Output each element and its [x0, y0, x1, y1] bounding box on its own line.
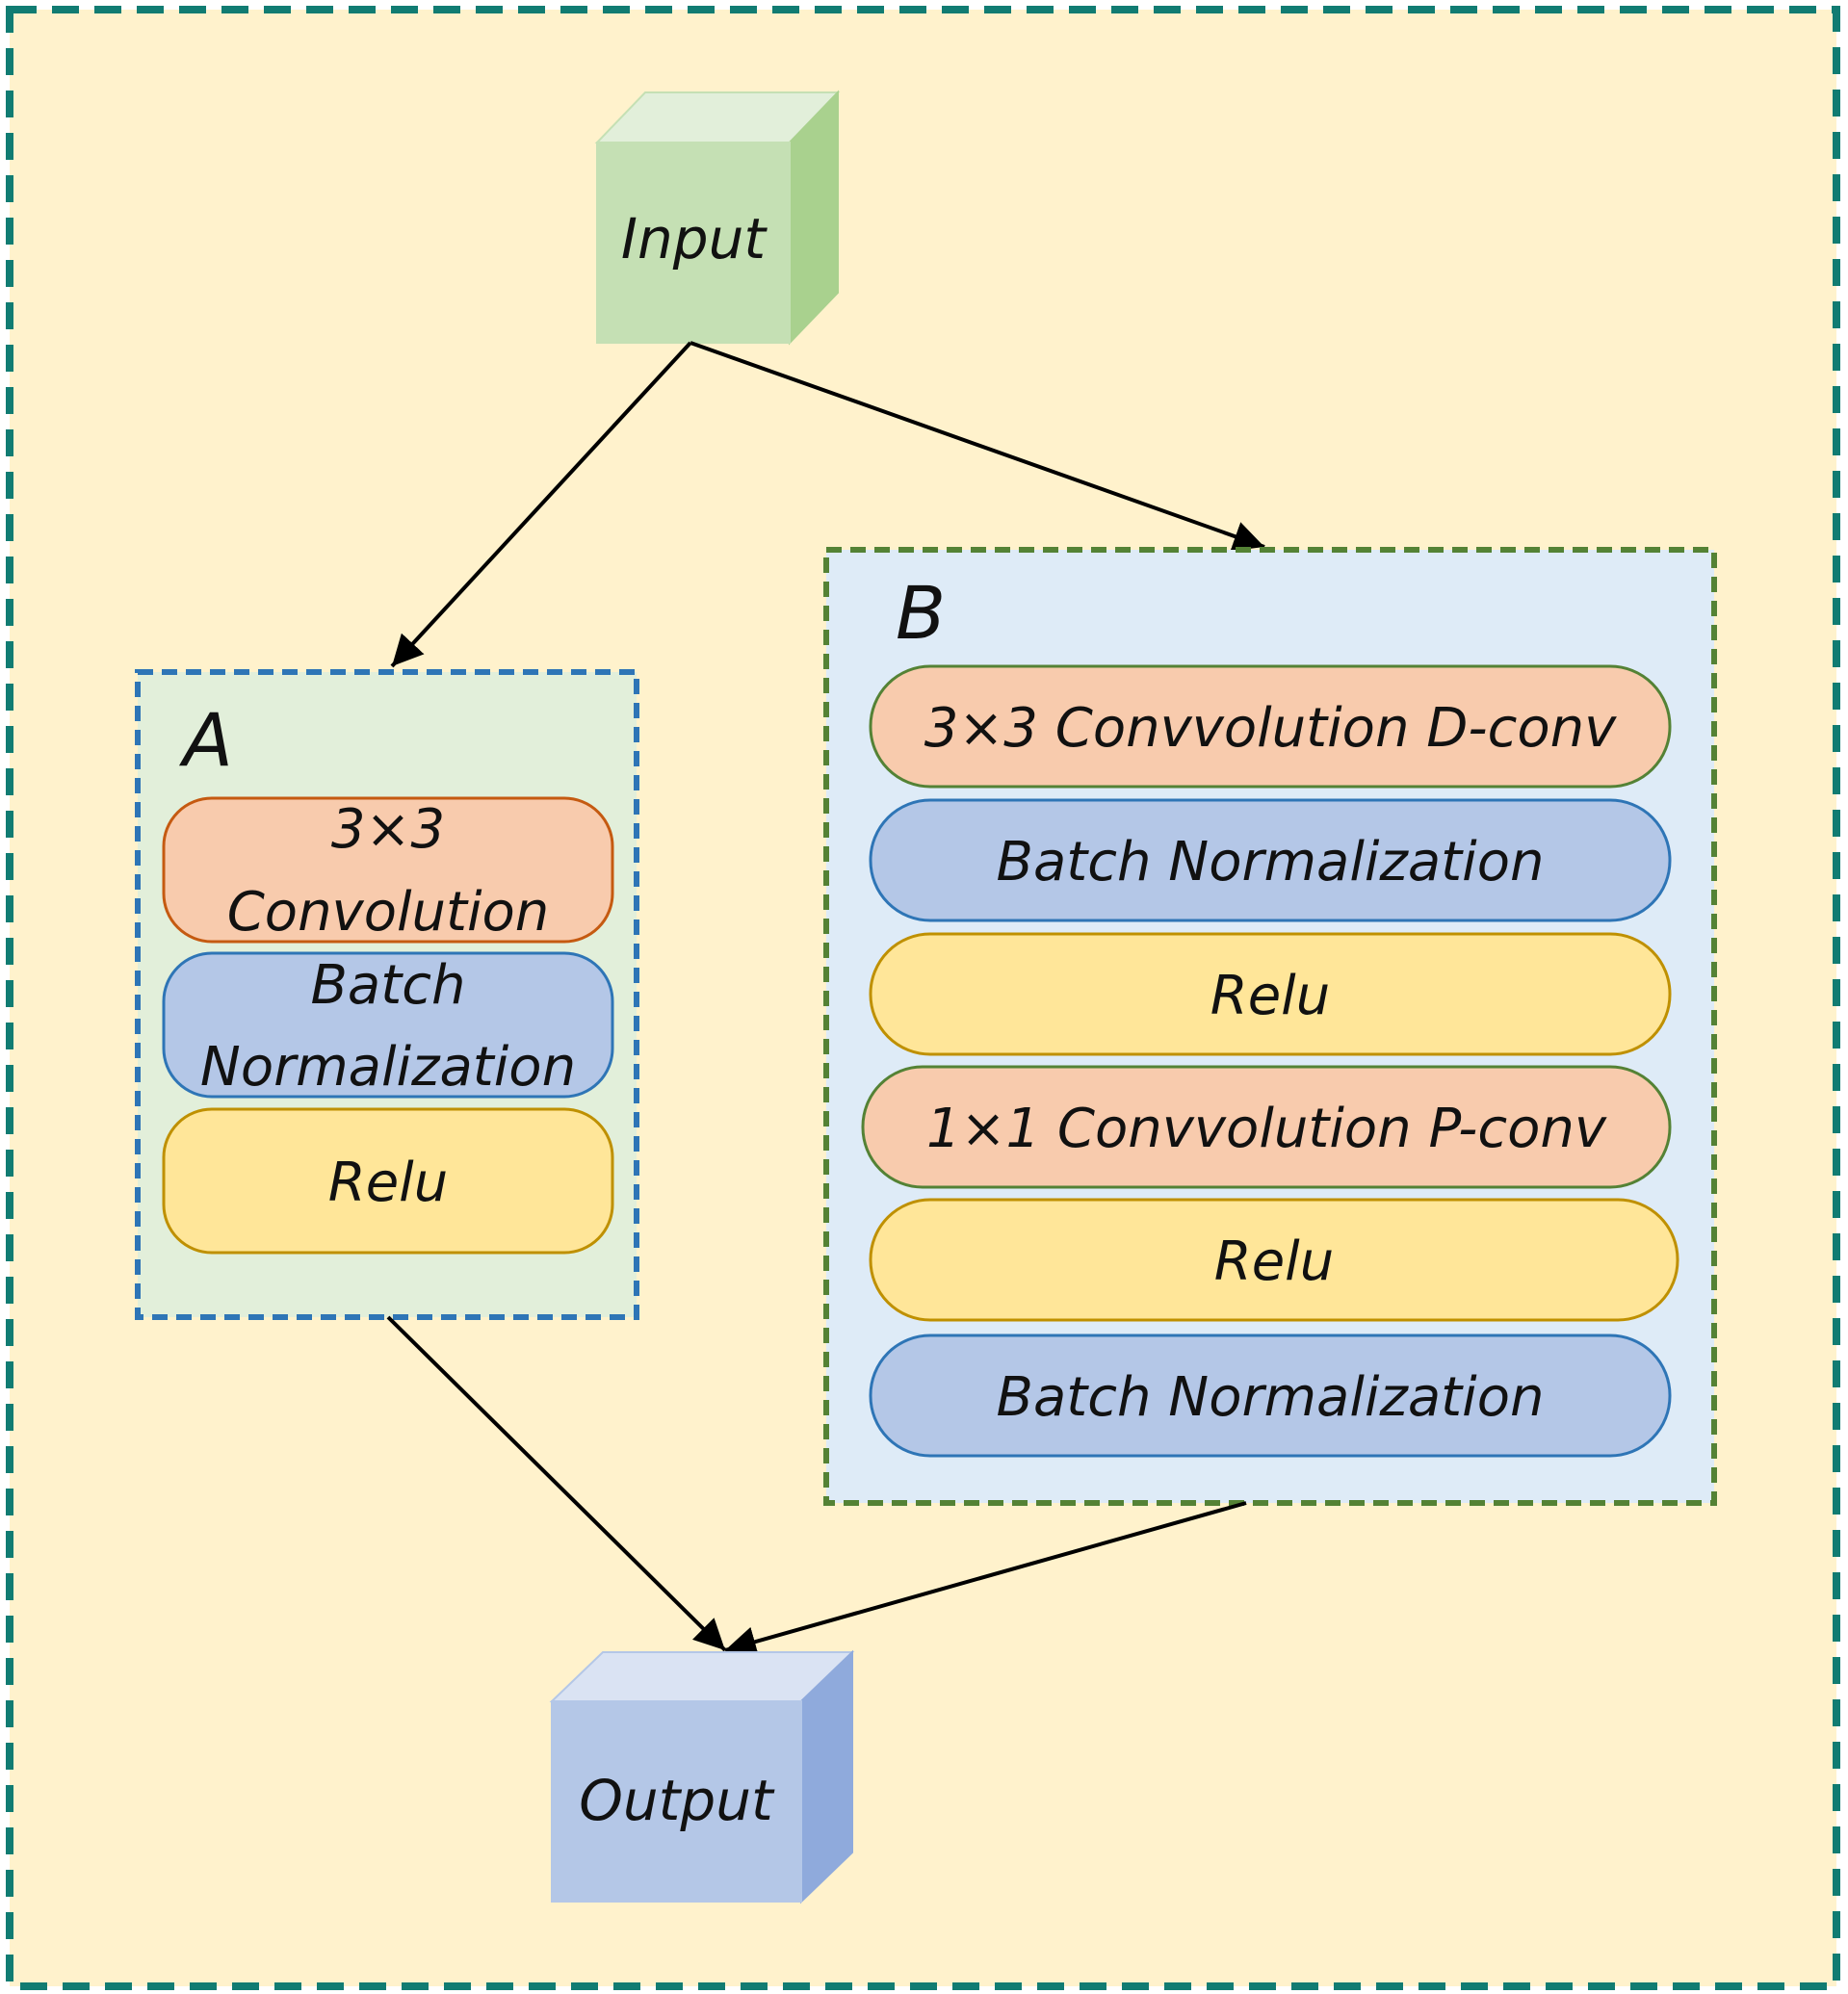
output-cube: Output: [549, 1649, 855, 1904]
block-a-relu-layer: [162, 1107, 614, 1255]
block-b-title: B: [896, 570, 946, 656]
arrow-input-to-b: [690, 341, 1265, 552]
arrow-input-to-a: [390, 341, 692, 668]
block-b-pconv-label: 1×1 Convvolution P-conv: [926, 1098, 1607, 1160]
block-b: B 3×3 Convvolution D-conv Batch Normaliz…: [823, 547, 1717, 1506]
block-a: A 3×3 Convolution Batch Normalization Re…: [135, 669, 639, 1320]
block-a-title: A: [178, 697, 233, 783]
arrow-b-to-output: [724, 1501, 1247, 1657]
block-b-relu-layer-1: [869, 932, 1672, 1056]
block-b-bn-layer-2: [869, 1334, 1672, 1458]
block-b-bn-label-1: Batch Normalization: [997, 831, 1545, 893]
block-a-conv-line2: Convolution: [227, 881, 550, 944]
arrow-a-to-output: [386, 1315, 727, 1652]
block-a-relu-label: Relu: [328, 1152, 448, 1214]
block-b-bn-layer-1: [869, 798, 1672, 922]
block-b-relu-layer-2: [869, 1198, 1679, 1322]
block-b-dconv-layer: [869, 664, 1672, 789]
block-a-bn-line2: Normalization: [200, 1036, 576, 1099]
block-b-bn-label-2: Batch Normalization: [997, 1366, 1545, 1429]
block-a-bn-line1: Batch: [311, 954, 466, 1017]
input-cube: Input: [594, 90, 841, 346]
block-b-relu-label-1: Relu: [1210, 965, 1330, 1027]
block-b-dconv-label: 3×3 Convvolution D-conv: [924, 697, 1617, 760]
block-a-conv-line1: 3×3: [331, 798, 445, 861]
output-label: Output: [579, 1768, 775, 1833]
block-b-pconv-layer: [861, 1065, 1672, 1189]
block-a-bn-layer: [162, 951, 614, 1099]
input-label: Input: [621, 206, 768, 272]
block-a-conv-layer: [162, 796, 614, 944]
block-b-relu-label-2: Relu: [1214, 1230, 1334, 1293]
